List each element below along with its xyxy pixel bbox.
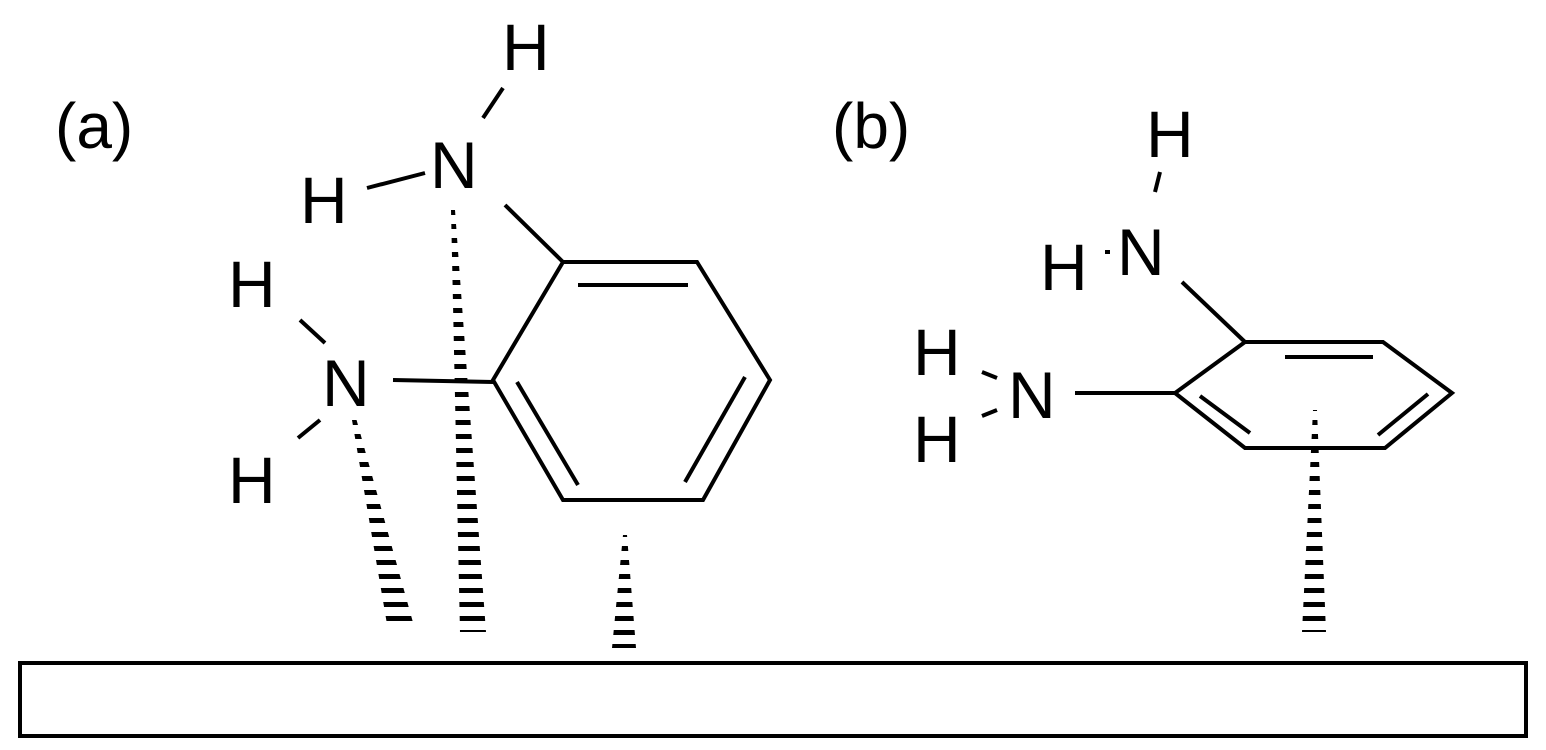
atom-n-lower-b: N	[1008, 358, 1056, 432]
atom-n-lower-a: N	[322, 346, 370, 420]
ring-a-double-bond-right	[683, 376, 747, 483]
atom-h-mid-a: H	[228, 247, 276, 321]
panel-a-label: (a)	[55, 90, 133, 162]
hashed-bond-n-lower-a	[352, 418, 414, 630]
atom-h-lower-1-b: H	[913, 315, 961, 389]
hashed-bond-ring-a	[612, 535, 636, 648]
bond-n-h-lower-2-b	[981, 408, 998, 418]
bond-n-h-mid-a	[298, 318, 327, 345]
hashed-bond-n-upper-a	[451, 210, 486, 632]
panel-a: (a) H N H H N H	[55, 10, 773, 648]
atom-n-upper-a: N	[430, 128, 478, 202]
atom-h-upper-left-a: H	[300, 163, 348, 237]
panel-b: (b) H H N H N H	[832, 90, 1456, 632]
atom-h-lower-a: H	[228, 443, 276, 517]
bond-ring-n-upper-b	[1180, 280, 1247, 344]
atom-h-top-a: H	[502, 10, 550, 84]
ring-a-double-bond-left	[515, 380, 580, 487]
atom-n-upper-b: N	[1117, 215, 1165, 289]
atom-h-upper-left-b: H	[1040, 230, 1088, 304]
benzene-ring-a	[490, 260, 773, 502]
bond-n-h-lower-a	[296, 418, 322, 440]
panel-b-label: (b)	[832, 90, 910, 162]
bond-n-h-upper-left-a	[366, 171, 426, 190]
ring-b-double-bond-right	[1376, 392, 1430, 437]
ring-a-outline	[490, 260, 773, 502]
hashed-bond-ring-b	[1302, 410, 1326, 632]
atom-h-top-b: H	[1146, 97, 1194, 171]
bond-ring-n-lower-a	[392, 378, 494, 384]
bond-n-h-top-a	[481, 86, 505, 120]
ring-b-double-bond-left	[1198, 394, 1252, 435]
surface-slab	[18, 661, 1528, 738]
bond-n-h-top-b	[1153, 171, 1162, 193]
atom-h-lower-2-b: H	[913, 402, 961, 476]
bond-n-h-lower-1-b	[981, 370, 998, 380]
bond-ring-n-upper-a	[503, 203, 565, 264]
